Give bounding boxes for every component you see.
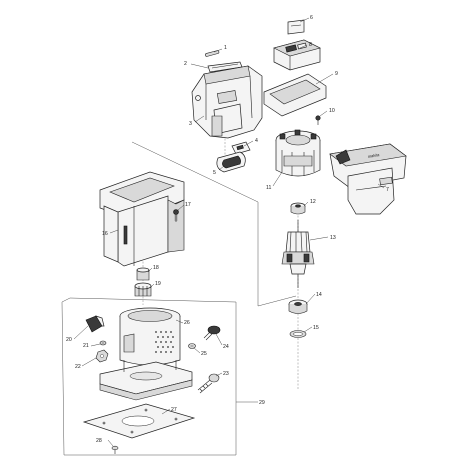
part-27-base-plate	[82, 403, 196, 439]
part-label-20: 20	[66, 337, 72, 343]
battery-housing-brand: makita	[367, 152, 380, 159]
part-label-7: 7	[386, 187, 389, 193]
part-24-thumb-screw	[203, 325, 221, 341]
part-label-18: 18	[153, 265, 159, 271]
part-12-bearing	[290, 202, 306, 215]
part-label-19: 19	[155, 281, 161, 287]
part-label-5: 5	[213, 170, 216, 176]
part-label-26: 26	[184, 320, 190, 326]
part-19-collet-nut	[134, 282, 152, 297]
part-22-nut	[95, 349, 109, 363]
part-25-washer	[188, 343, 196, 349]
part-label-14: 14	[316, 292, 322, 298]
part-17-screw	[173, 209, 179, 222]
part-label-24: 24	[223, 344, 229, 350]
part-13-armature	[281, 220, 315, 288]
part-label-25: 25	[201, 351, 207, 357]
part-label-13: 13	[330, 235, 336, 241]
part-labels: 1 2 3 4 5 6 7 8 9 10 11 12 13 14 15 16 1…	[66, 15, 389, 444]
part-label-22: 22	[75, 364, 81, 370]
part-3-motor-housing	[191, 65, 263, 139]
part-9-cover	[263, 73, 327, 117]
part-label-8: 8	[309, 42, 312, 48]
part-label-16: 16	[102, 231, 108, 237]
leader-lines	[73, 17, 385, 447]
part-20-clamp-lever	[85, 315, 105, 333]
part-5-switch-cover	[216, 151, 246, 173]
part-label-9: 9	[335, 71, 338, 77]
part-label-2: 2	[184, 61, 187, 67]
part-7-battery-housing: makita	[329, 143, 407, 215]
part-label-1: 1	[224, 45, 227, 51]
grip-texture	[155, 331, 174, 353]
part-6-plate	[287, 19, 305, 35]
part-11-stator	[275, 129, 321, 177]
upper-frame-line	[131, 141, 259, 306]
part-label-10: 10	[329, 108, 335, 114]
part-1-pin	[205, 50, 220, 57]
part-label-23: 23	[223, 371, 229, 377]
part-label-15: 15	[313, 325, 319, 331]
part-label-3: 3	[189, 121, 192, 127]
part-15-ring	[289, 330, 307, 338]
part-18-collet	[136, 267, 150, 281]
part-label-17: 17	[185, 202, 191, 208]
part-28-screw	[111, 445, 119, 454]
part-10-screw	[315, 115, 321, 125]
armature-frame-line	[257, 295, 297, 307]
part-label-27: 27	[171, 407, 177, 413]
part-26-base-body	[99, 307, 193, 401]
part-21-washer	[99, 340, 107, 346]
part-label-4: 4	[255, 138, 258, 144]
part-label-12: 12	[310, 199, 316, 205]
part-label-6: 6	[310, 15, 313, 21]
part-16-housing	[99, 171, 185, 267]
part-14-bearing	[288, 299, 308, 314]
part-label-29: 29	[259, 400, 265, 406]
base-subassembly-frame	[61, 297, 237, 456]
part-label-28: 28	[96, 438, 102, 444]
part-label-21: 21	[83, 343, 89, 349]
part-label-11: 11	[266, 185, 271, 191]
part-8-controller	[273, 39, 321, 71]
part-23-adjust-screw	[197, 373, 220, 394]
